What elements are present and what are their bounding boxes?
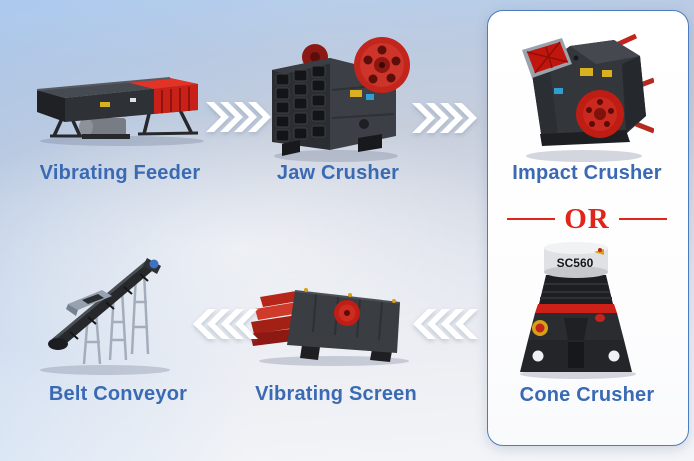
flow-arrow-right-icon [412, 103, 477, 133]
cone-crusher-model-badge: SC560 [557, 256, 594, 270]
impact-crusher-illustration [522, 33, 654, 162]
jaw-crusher-illustration [272, 37, 410, 162]
vibrating-feeder-label: Vibrating Feeder [39, 162, 201, 184]
flow-arrow-right-icon [206, 102, 271, 132]
flow-arrow-left-icon [413, 309, 478, 339]
vibrating-feeder-illustration [36, 77, 204, 146]
belt-conveyor-label: Belt Conveyor [48, 383, 188, 405]
jaw-crusher-label: Jaw Crusher [276, 162, 400, 184]
impact-crusher-label: Impact Crusher [512, 162, 662, 184]
or-divider-line [618, 218, 667, 220]
or-label: OR [564, 202, 610, 235]
or-divider-line [507, 218, 556, 220]
belt-conveyor-illustration [40, 258, 170, 375]
flow-arrow-left-icon [193, 309, 258, 339]
cone-crusher-label: Cone Crusher [519, 384, 655, 406]
vibrating-screen-illustration [250, 288, 409, 366]
cone-crusher-illustration: SC560 [520, 242, 636, 379]
or-separator: OR [487, 202, 687, 236]
vibrating-screen-label: Vibrating Screen [255, 383, 417, 405]
